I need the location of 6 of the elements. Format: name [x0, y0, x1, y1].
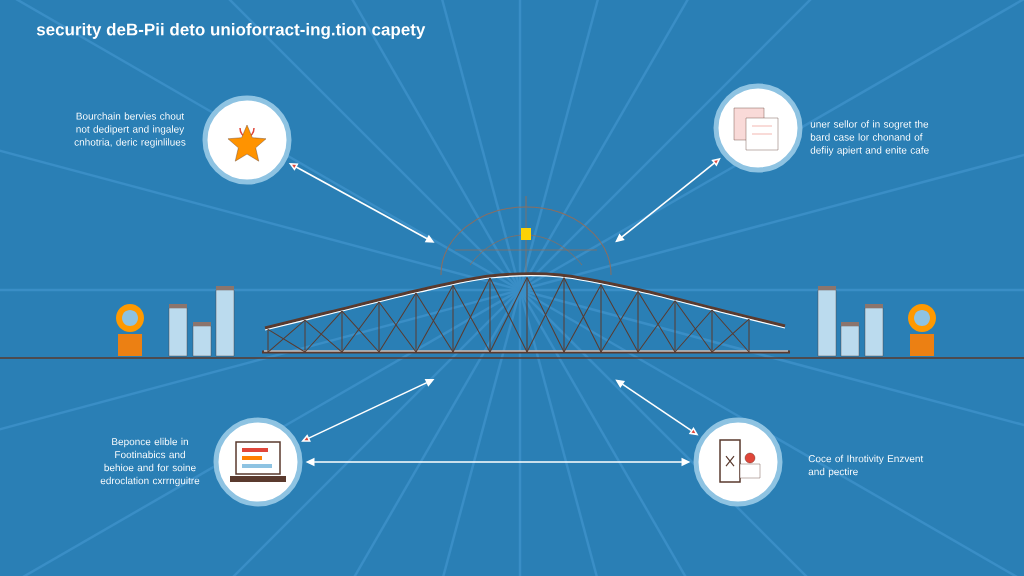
description-text: uner sellor of in sogret the bard case lor chonand of defiiy apiert and enite cafe	[810, 120, 929, 156]
description-text: Bourchain bervies chout not dedipert and ingaley cnhotria, deric reginlilues	[74, 112, 186, 148]
description-text: Coce of Ihrotivity Enzvent and pectire	[808, 454, 924, 478]
bridge-drawing	[262, 195, 790, 354]
title: security deB-Pii deto unioforract-ing.tion capety	[36, 23, 426, 39]
description-text: Beponce elible in Footinabics and behioe and for soine edroclation cxrrnguitre	[100, 437, 200, 487]
